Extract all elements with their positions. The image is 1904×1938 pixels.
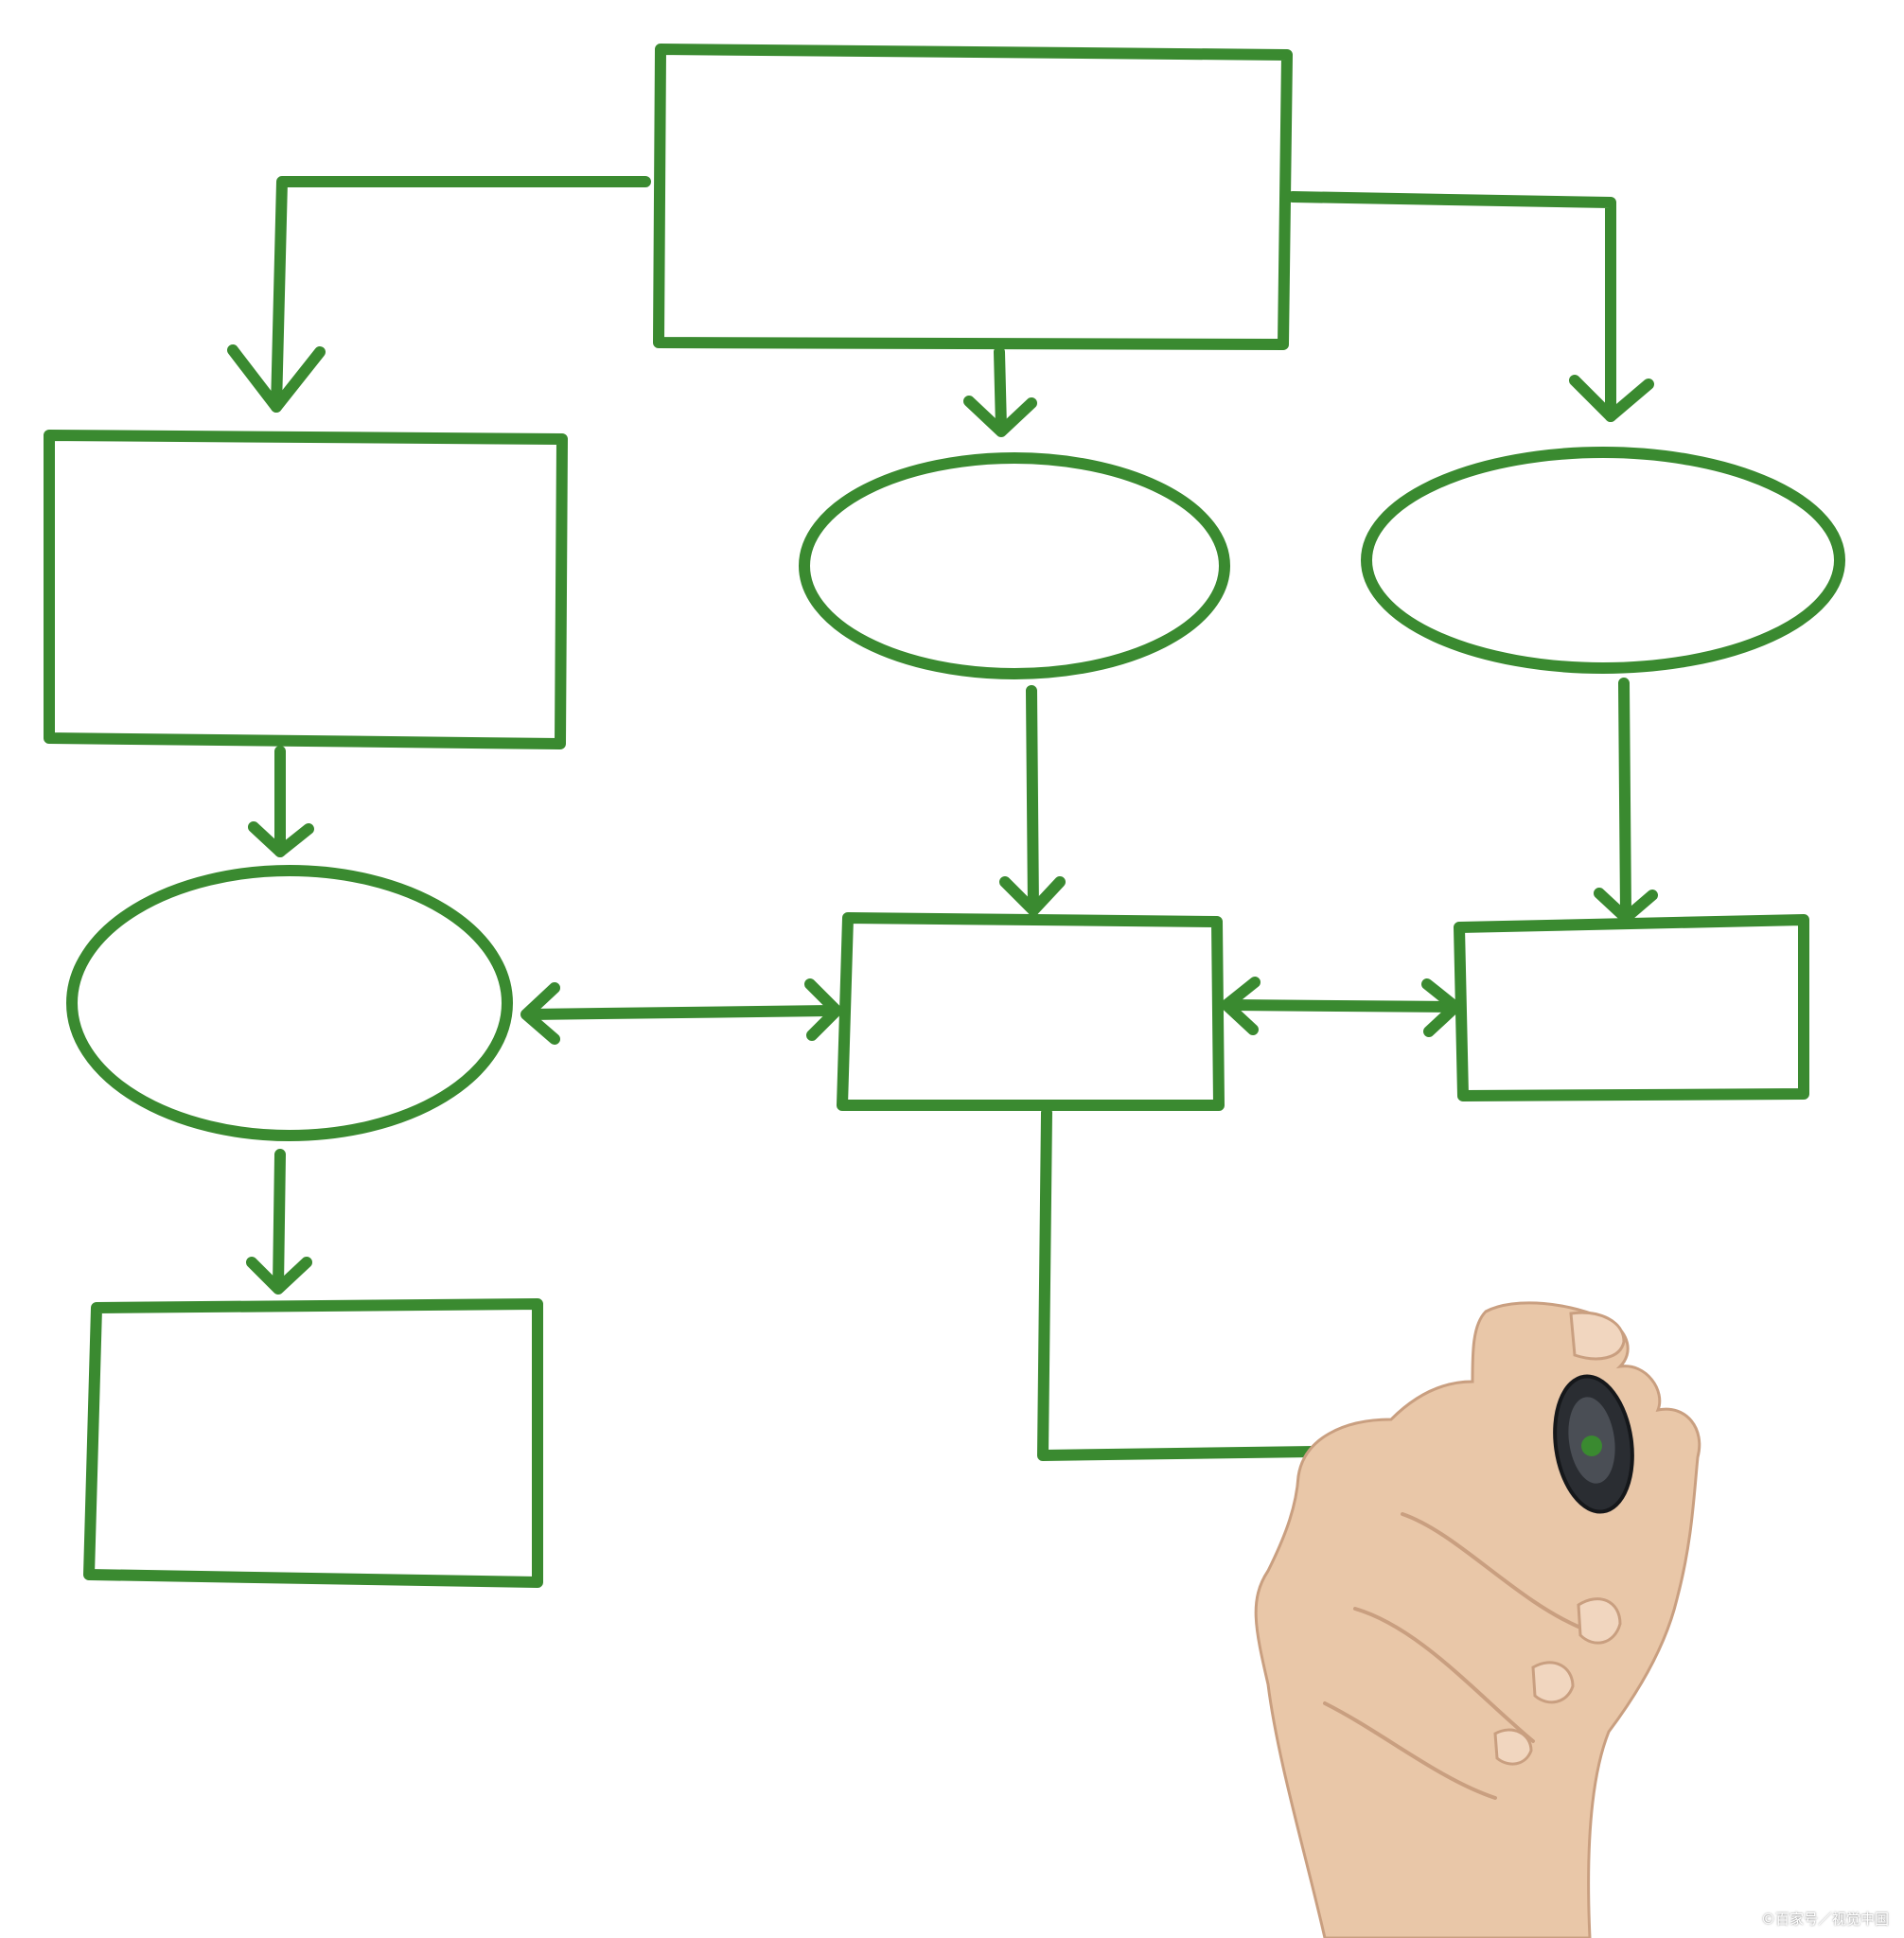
hand-with-marker [1254, 1301, 1701, 1938]
node-left-ellipse [66, 865, 513, 1141]
edge-top-to-left-rect [227, 176, 651, 413]
hand-palm [1254, 1301, 1701, 1938]
watermark: ©百家号／视觉中国 [1760, 1911, 1889, 1928]
hand-finger-crease-1 [1401, 1512, 1582, 1630]
hand-thumbnail [1569, 1311, 1626, 1361]
edge-mid-ellipse-to-center-rect [999, 685, 1066, 916]
edge-right-ellipse-to-right-rect [1594, 678, 1658, 924]
node-right-rect [1454, 914, 1809, 1101]
marker-tip [1581, 1436, 1602, 1456]
edge-top-to-right-ellipse [1287, 191, 1654, 422]
hand-fingernail-2 [1531, 1661, 1575, 1704]
node-center-rect [837, 912, 1225, 1111]
node-top-rect [653, 44, 1293, 350]
edge-center-rect-right-rect-double [1221, 977, 1461, 1037]
edge-left-ellipse-to-bottom-left-rect [246, 1149, 312, 1295]
edge-left-ellipse-center-rect-double [520, 978, 842, 1045]
node-right-ellipse [1361, 447, 1845, 674]
node-bottom-left-rect [83, 1298, 543, 1588]
hand-finger-crease-2 [1353, 1607, 1535, 1743]
hand-finger-crease-3 [1323, 1701, 1497, 1800]
hand-fingernail-3 [1493, 1728, 1533, 1766]
edge-left-rect-to-left-ellipse [248, 746, 314, 857]
node-left-rect [44, 430, 568, 749]
edge-top-to-mid-ellipse [963, 346, 1037, 437]
hand-fingernail-1 [1577, 1597, 1622, 1645]
node-mid-ellipse [799, 452, 1230, 679]
